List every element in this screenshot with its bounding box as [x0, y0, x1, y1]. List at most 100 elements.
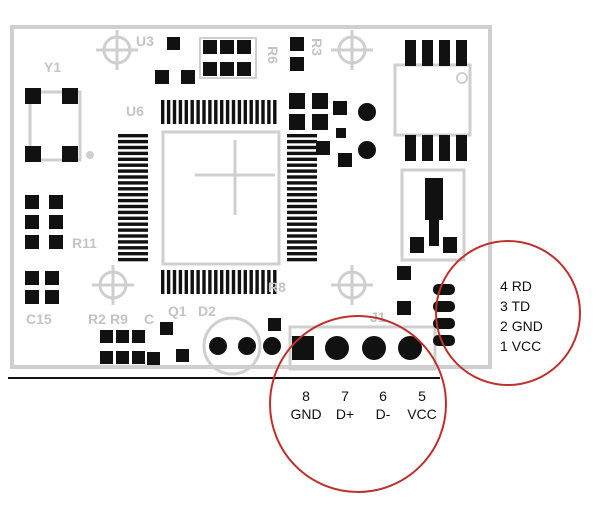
u6-pin [214, 100, 218, 124]
u6-pin [237, 270, 242, 294]
u6-pin [287, 210, 317, 215]
silk-r11: R11 [72, 235, 97, 251]
silk-j1: J1 [370, 309, 386, 325]
u6-pin [196, 270, 200, 294]
silk-y1: Y1 [44, 59, 61, 75]
u6-pin [166, 100, 171, 124]
u6-pin [220, 270, 224, 294]
u6-pin [118, 163, 148, 167]
u6-pin [287, 157, 317, 161]
chip-u6 [118, 100, 317, 294]
silk-c: C [144, 311, 154, 327]
u6-pin [287, 246, 317, 250]
u6-pin [172, 100, 177, 124]
component-q-top [289, 93, 376, 167]
u6-pin [237, 100, 242, 124]
component-r2-r9 [100, 318, 281, 365]
silk-r6: R6 [265, 46, 281, 64]
u6-pin [118, 240, 148, 244]
u6-pin [287, 252, 317, 256]
u6-pin [166, 270, 171, 294]
pin-name: D+ [335, 406, 355, 422]
u6-pin [202, 100, 206, 124]
u6-pin [287, 175, 317, 179]
pin-label-4: 4 RD [500, 278, 532, 294]
pin-name: VCC [511, 338, 542, 354]
pin-label-1: 1 VCC [500, 338, 541, 354]
u6-pin [287, 134, 317, 138]
u6-pin [208, 100, 212, 124]
pin-num: 8 [302, 388, 310, 404]
u6-pin [287, 228, 317, 232]
u6-pin [287, 181, 317, 185]
u6-pin [287, 145, 317, 150]
u6-pin [287, 151, 317, 156]
u6-pin [225, 270, 230, 294]
u6-pin [249, 100, 253, 124]
silk-u3: U3 [136, 33, 154, 49]
u6-pin [243, 100, 247, 124]
pin-name: RD [511, 278, 532, 294]
u6-pin [118, 222, 148, 226]
silk-r3: R3 [309, 38, 325, 56]
u6-pin [287, 240, 317, 244]
u6-pin [231, 270, 236, 294]
callout-circle-right [435, 240, 581, 386]
u6-pin [118, 228, 148, 232]
u6-pin [220, 100, 224, 124]
u6-pin [273, 270, 277, 294]
u6-pin [273, 100, 277, 124]
u6-pin [118, 181, 148, 185]
pin-label-3: 3 TD [500, 298, 530, 314]
resistor-r11 [25, 195, 63, 249]
pin-label-6: 6 D- [366, 388, 400, 422]
resistor-r3 [290, 37, 304, 71]
u6-pin [118, 204, 148, 209]
u6-pin [178, 100, 183, 124]
u6-pin [161, 270, 165, 294]
callout-circle-bottom [269, 315, 447, 493]
u6-pin [287, 222, 317, 226]
u6-pin [118, 175, 148, 179]
u6-pin [118, 234, 148, 238]
u6-pin [118, 216, 148, 220]
u6-pin [243, 270, 247, 294]
u6-pin [249, 270, 253, 294]
u6-pin [287, 169, 317, 173]
mount-hole-bottom-left [92, 265, 134, 305]
silk-u6: U6 [126, 103, 144, 119]
u6-pin [118, 145, 148, 150]
u6-pin [255, 100, 259, 124]
u6-pin [287, 139, 317, 144]
u6-pin [184, 100, 188, 124]
u6-pin [287, 193, 317, 197]
u6-pin [287, 257, 317, 262]
u6-pin [118, 246, 148, 250]
pin-name: VCC [407, 406, 437, 422]
u6-pin [287, 187, 317, 191]
u6-pin [118, 252, 148, 256]
pin-name: GND [290, 406, 322, 422]
pin-num: 6 [379, 388, 387, 404]
pin-num: 2 [500, 318, 508, 334]
u6-pin [118, 169, 148, 173]
mount-hole-top-right [331, 30, 373, 70]
pin-num: 3 [500, 298, 508, 314]
u6-pin [267, 270, 271, 294]
u6-pin [261, 100, 265, 124]
u6-pin [118, 187, 148, 191]
pin-num: 7 [341, 388, 349, 404]
mount-hole-bottom-right [331, 265, 373, 305]
pin-label-7: 7 D+ [328, 388, 362, 422]
u6-pin [196, 100, 200, 124]
u6-pin [267, 100, 271, 124]
pin-name: GND [511, 318, 543, 334]
resistor-array-r6 [199, 37, 257, 79]
pin-num: 5 [418, 388, 426, 404]
u6-pin [261, 270, 265, 294]
u6-pin [118, 139, 148, 144]
u6-pin [172, 270, 177, 294]
capacitor-c15 [25, 271, 59, 304]
pin-name: D- [375, 406, 391, 422]
